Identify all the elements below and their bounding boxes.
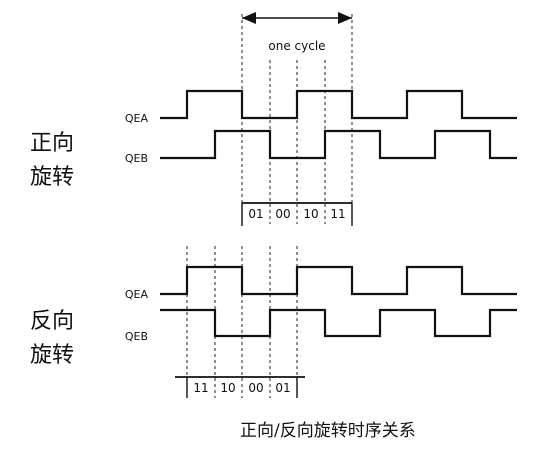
forward-label-line2: 旋转 xyxy=(30,165,74,190)
forward-state-4: 11 xyxy=(330,207,345,221)
reverse-label-line1: 反向 xyxy=(30,309,74,334)
forward-rotation-section: 正向 旋转 QEA QEB 01 00 10 11 xyxy=(30,14,517,226)
left-arrow-icon xyxy=(242,12,256,24)
one-cycle-indicator: one cycle xyxy=(242,12,352,53)
reverse-qea-label: QEA xyxy=(125,288,149,301)
right-arrow-icon xyxy=(338,12,352,24)
forward-qea-waveform xyxy=(160,89,517,120)
forward-state-1: 01 xyxy=(248,207,263,221)
reverse-state-1: 11 xyxy=(193,381,208,395)
forward-state-3: 10 xyxy=(303,207,318,221)
reverse-state-3: 00 xyxy=(248,381,263,395)
reverse-qea-waveform xyxy=(160,265,517,296)
reverse-rotation-section: 反向 旋转 QEA QEB 11 10 00 01 xyxy=(30,246,517,398)
reverse-label-line2: 旋转 xyxy=(30,343,74,368)
forward-label-line1: 正向 xyxy=(30,131,74,156)
forward-state-2: 00 xyxy=(275,207,290,221)
forward-qeb-waveform xyxy=(160,129,517,160)
forward-qeb-label: QEB xyxy=(125,152,148,165)
forward-qea-label: QEA xyxy=(125,112,149,125)
reverse-qeb-label: QEB xyxy=(125,330,148,343)
figure-caption: 正向/反向旋转时序关系 xyxy=(240,421,416,441)
cycle-label: one cycle xyxy=(268,39,325,53)
reverse-state-2: 10 xyxy=(220,381,235,395)
reverse-state-4: 01 xyxy=(275,381,290,395)
reverse-qeb-waveform xyxy=(160,308,517,338)
